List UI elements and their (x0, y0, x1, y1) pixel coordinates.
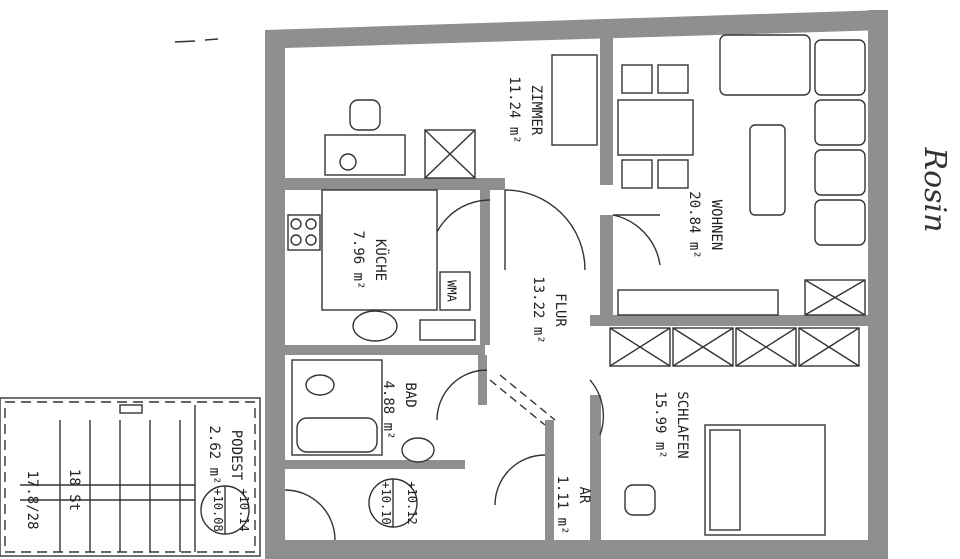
level-marker-podest: +10.14 +10.08 (200, 485, 251, 535)
zimmer-furniture (324, 54, 598, 179)
armchair (719, 34, 811, 96)
room-wohnen: WOHNEN 20.84 m² (686, 191, 724, 258)
bad-fixtures (291, 359, 435, 463)
room-area: 15.99 m² (652, 391, 668, 458)
room-area: 13.22 m² (530, 276, 546, 343)
room-area: 7.96 m² (350, 230, 366, 289)
wardrobe (551, 54, 598, 146)
room-name: FLUR (552, 293, 568, 327)
kitchen-counter (321, 189, 438, 311)
schlafen-furniture (609, 327, 860, 536)
level-flur-a: +10.12 (405, 481, 419, 524)
sideboard (617, 289, 779, 316)
level-flur-b: +10.10 (379, 481, 393, 524)
chair (349, 99, 381, 131)
room-zimmer: ZIMMER 11.24 m² (506, 76, 544, 143)
outer-walls (265, 10, 888, 559)
level-podest-a: +10.14 (237, 488, 251, 531)
room-name: ZIMMER (528, 85, 544, 136)
wohnen-furniture (617, 34, 866, 316)
room-name: KÜCHE (372, 239, 390, 281)
room-area: 20.84 m² (686, 191, 702, 258)
stair-label: 18 St (66, 469, 82, 511)
toilet (305, 374, 335, 396)
staircase: 18 St 17.8/28 (0, 397, 261, 557)
room-area: 4.88 m² (380, 380, 396, 439)
room-area: 11.24 m² (506, 76, 522, 143)
kueche-fixtures: WMA (287, 189, 476, 342)
room-name: SCHLAFEN (674, 391, 690, 458)
desk (324, 134, 406, 176)
interior-walls (285, 35, 870, 540)
washing-machine (439, 271, 471, 311)
room-podest: PODEST 2.62 m² (206, 425, 244, 484)
level-marker-flur: +10.12 +10.10 (368, 478, 419, 528)
sink (352, 310, 398, 342)
lamp-icon (339, 153, 357, 171)
room-area: 1.11 m² (554, 475, 570, 534)
door-swings (284, 189, 661, 541)
chair (624, 484, 656, 516)
bathtub (296, 417, 378, 453)
coffee-table (749, 124, 786, 216)
room-abstell: AR 1.11 m² (554, 475, 592, 534)
room-name: WOHNEN (708, 200, 724, 251)
wma-label: WMA (445, 280, 459, 302)
dining-table (617, 99, 694, 156)
room-name: AR (576, 487, 592, 504)
room-schlafen: SCHLAFEN 15.99 m² (652, 391, 690, 458)
stair-ratio: 17.8/28 (24, 470, 40, 529)
room-name: PODEST (228, 430, 244, 481)
room-area: 2.62 m² (206, 425, 222, 484)
room-name: BAD (402, 382, 418, 407)
room-flur: FLUR 13.22 m² (530, 276, 568, 343)
level-podest-b: +10.08 (211, 488, 225, 531)
washbasin (401, 437, 435, 463)
room-kueche: KÜCHE 7.96 m² (350, 230, 390, 289)
handwritten-note: Rosin (917, 147, 952, 233)
room-bad: BAD 4.88 m² (380, 380, 418, 439)
